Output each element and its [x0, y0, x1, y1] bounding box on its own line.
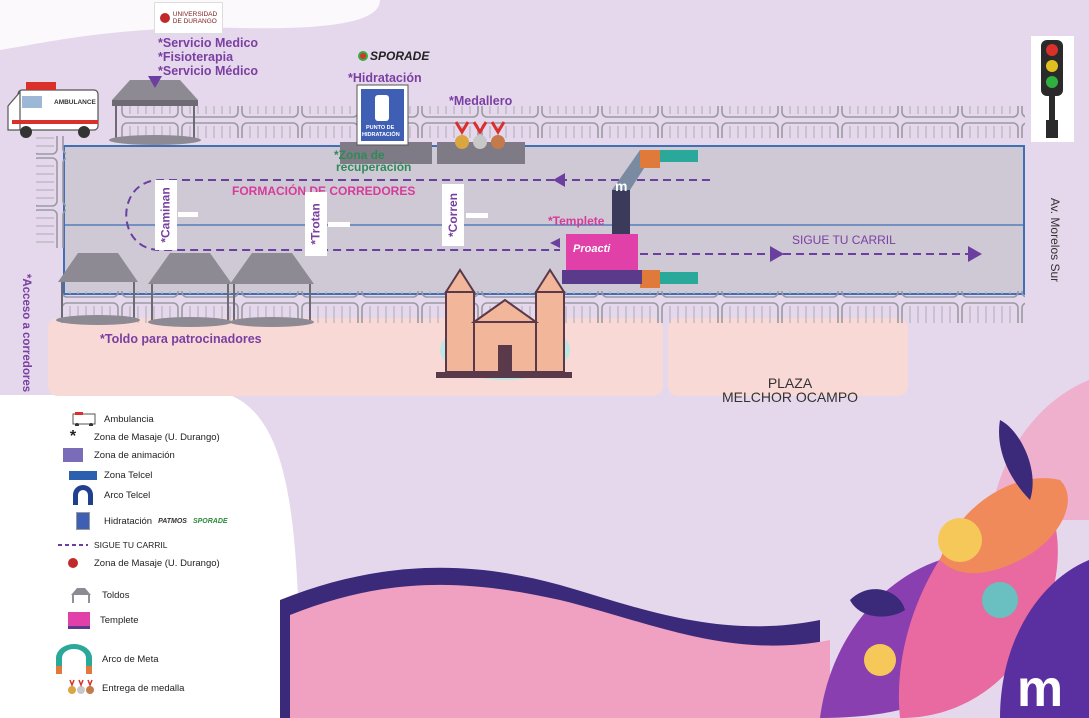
- ambulance: [7, 82, 99, 138]
- label-servicio-medico: *Servicio Medico: [158, 36, 259, 50]
- tent-sponsors-3: [230, 253, 314, 327]
- decorative-flowers: [820, 380, 1089, 718]
- lane-caminan: *Caminan: [155, 180, 177, 250]
- label-hidratacion: *Hidratación: [348, 71, 422, 85]
- label-zona-recuperacion-1: *Zona de: [334, 148, 385, 162]
- ambulance-label: AMBULANCE: [54, 99, 96, 106]
- tent-sponsors-2: [148, 253, 232, 327]
- legend-item-sigue-carril: SIGUE TU CARRIL: [58, 536, 168, 554]
- label-templete: *Templete: [548, 214, 605, 228]
- medals: [454, 121, 506, 149]
- legend-item-toldos: Toldos: [66, 586, 129, 604]
- university-logo-icon: [58, 554, 88, 572]
- legend-label: Entrega de medalla: [102, 682, 185, 694]
- lane-arrow-head-2: [968, 246, 982, 262]
- legend-label: Arco Telcel: [104, 489, 151, 501]
- label-toldo-patrocinadores: *Toldo para patrocinadores: [100, 332, 262, 346]
- plaza-block-left: [48, 318, 663, 396]
- legend-label: Hidratación: [104, 515, 153, 527]
- arch-label: m: [615, 178, 628, 194]
- label-formacion-corredores: FORMACIÓN DE CORREDORES: [232, 184, 416, 198]
- hydration-sign-text-1: PUNTO DE: [366, 125, 395, 131]
- arrow-left-top: [553, 173, 565, 187]
- stage-icon: [64, 611, 94, 629]
- ambulance-icon: [68, 410, 98, 428]
- label-zona-recuperacion-2: recuperación: [336, 160, 412, 174]
- legend-label: Templete: [100, 614, 139, 626]
- tent-icon: [66, 586, 96, 604]
- arch-icon: [68, 485, 98, 505]
- lane-trotan: *Trotan: [305, 192, 327, 256]
- asterisk-icon: *: [69, 428, 77, 445]
- sporade-logo-small: SPORADE: [192, 517, 228, 525]
- hydration-icon: [68, 512, 98, 530]
- label-av-morelos: Av. Morelos Sur: [1048, 197, 1063, 283]
- fence-top: [120, 106, 1025, 138]
- legend-label: Zona de Masaje (U. Durango): [94, 431, 220, 443]
- plaza-label: PLAZA MELCHOR OCAMPO: [721, 375, 859, 405]
- legend-label: Ambulancia: [104, 413, 154, 425]
- recovery-table-1: [340, 142, 432, 164]
- stage: [562, 234, 642, 284]
- purple-square-icon: [58, 446, 88, 464]
- sporade-logo: SPORADE: [358, 49, 429, 63]
- traffic-light: [1031, 36, 1074, 142]
- legend-item-templete: Templete: [64, 611, 139, 629]
- brand-logo: m: [1016, 660, 1064, 718]
- arrow-down-medical: [148, 76, 162, 88]
- legend-label: Toldos: [102, 589, 130, 601]
- lane-corren: *Corren: [442, 184, 464, 246]
- universidad-durango-logo: UNIVERSIDAD DE DURANGO: [154, 2, 223, 34]
- wave-pink: [290, 584, 830, 718]
- legend-label: Zona de animación: [94, 449, 175, 461]
- legend-label: SIGUE TU CARRIL: [94, 540, 168, 550]
- runner-path-loop: [125, 179, 710, 251]
- legend-item-masaje: * Zona de Masaje (U. Durango): [58, 428, 220, 446]
- label-acceso-corredores: *Acceso a corredores: [20, 273, 33, 392]
- stage-label: Proacti: [573, 243, 611, 255]
- legend-item-telcel: Zona Telcel: [68, 466, 152, 484]
- hydration-sign: [356, 84, 409, 146]
- plaza-block-right: [668, 318, 908, 396]
- tent-sponsors-1: [56, 253, 140, 325]
- hydration-sign-text-2: HIDRATACIÓN: [362, 132, 400, 138]
- legend-label: Zona Telcel: [104, 469, 153, 481]
- legend-item-medalla: Entrega de medalla: [66, 679, 184, 697]
- fence-left: [36, 136, 66, 248]
- patmos-logo: PATMOS: [158, 517, 187, 525]
- legend-item-animacion: Zona de animación: [58, 446, 175, 464]
- legend-item-hidratacion: Hidratación PATMOS SPORADE: [68, 512, 228, 530]
- legend-item-masaje-ud: Zona de Masaje (U. Durango): [58, 554, 220, 572]
- legend-item-arco-telcel: Arco Telcel: [68, 485, 151, 505]
- label-fisioterapia: *Fisioterapia: [158, 50, 234, 64]
- legend-item-ambulancia: Ambulancia: [68, 410, 154, 428]
- finish-arch-icon: [52, 644, 96, 674]
- lane-arrow-head-1: [770, 246, 784, 262]
- street: [63, 145, 1025, 295]
- medal-icon: [66, 679, 96, 697]
- legend-item-arco-meta: Arco de Meta: [52, 644, 159, 674]
- label-medallero: *Medallero: [449, 94, 513, 108]
- arrow-middle: [550, 238, 560, 248]
- dashed-arrow-icon: [58, 536, 88, 554]
- cathedral: [436, 268, 572, 380]
- legend-label: Arco de Meta: [102, 653, 159, 665]
- blue-bar-icon: [68, 466, 98, 484]
- label-sigue-carril: SIGUE TU CARRIL: [792, 233, 896, 247]
- label-servicio-medico-2: *Servicio Médico: [158, 64, 259, 78]
- tent-medical: [109, 80, 201, 145]
- legend-label: Zona de Masaje (U. Durango): [94, 557, 220, 569]
